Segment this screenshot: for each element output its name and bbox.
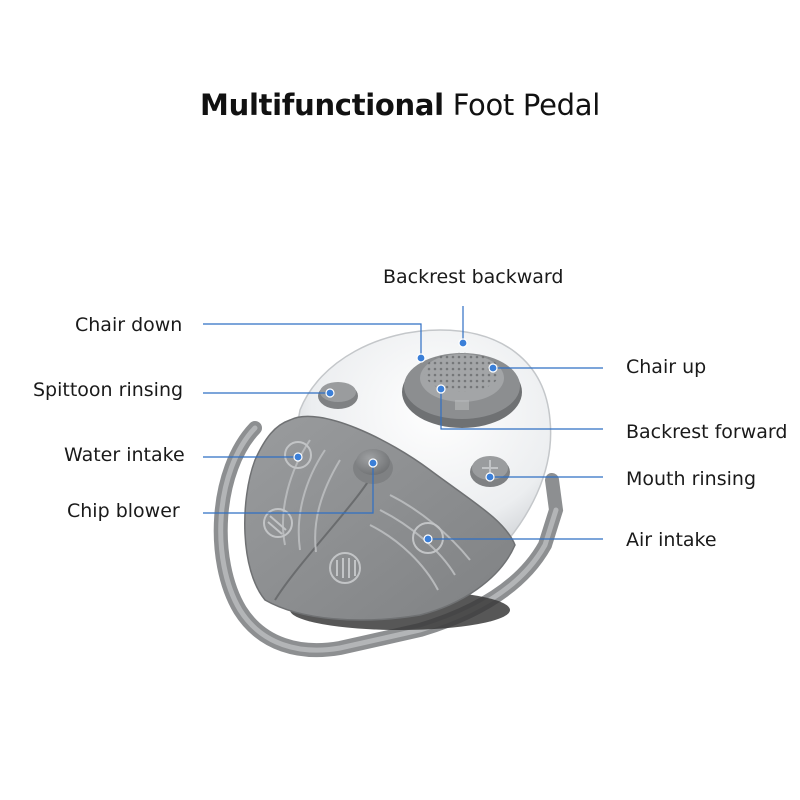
label-water-intake: Water intake [64,444,185,466]
page-title: Multifunctional Foot Pedal [0,88,800,122]
dot-air-intake [423,534,433,544]
mouth-rinsing-button[interactable] [470,456,510,487]
label-chair-up: Chair up [626,356,707,378]
dot-chair-up [488,363,498,373]
label-spittoon-rinsing: Spittoon rinsing [33,379,184,401]
label-air-intake: Air intake [626,529,717,551]
label-chair-down: Chair down [75,314,183,336]
pedal-arcs [282,439,471,591]
dot-water-intake [293,452,303,462]
leader-chair-down [203,323,422,358]
label-chip-blower: Chip blower [67,500,180,522]
dot-spittoon-rinsing [325,388,335,398]
leader-lines [203,306,603,540]
handle-bar [213,421,564,658]
title-light: Foot Pedal [443,88,601,122]
title-bold: Multifunctional [200,88,444,122]
leader-chip-blower [203,463,374,514]
dot-backrest-backward [458,338,468,348]
label-mouth-rinsing: Mouth rinsing [626,468,757,490]
leader-backrest-forward [440,389,603,430]
pedal-icons [263,441,444,584]
dot-chip-blower [368,458,378,468]
pedal-plate [244,415,516,621]
water-intake-icon [284,441,312,469]
callout-dots [293,338,498,544]
pedal-lines-icon-left [263,508,293,538]
label-backrest-forward: Backrest forward [626,421,788,443]
label-backrest-backward: Backrest backward [383,266,564,288]
pedal-lines-icon-bottom [329,552,361,584]
dot-backrest-forward [436,384,446,394]
air-intake-icon [412,522,444,554]
joystick[interactable] [402,352,522,428]
spittoon-rinsing-button[interactable] [318,382,358,409]
dot-chair-down [416,353,426,363]
dot-mouth-rinsing [485,472,495,482]
